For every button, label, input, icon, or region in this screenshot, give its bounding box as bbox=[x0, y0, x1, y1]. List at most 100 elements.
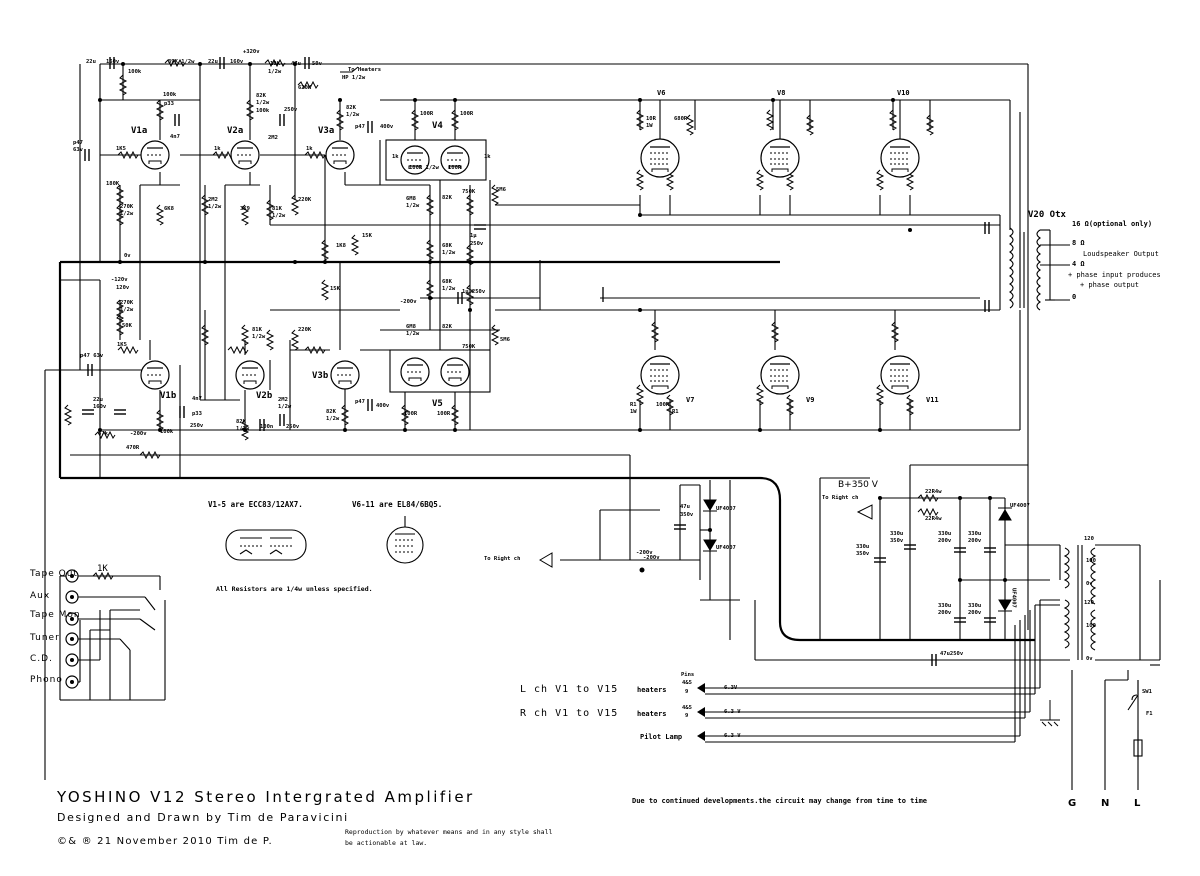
part-i47k: 47k bbox=[98, 431, 108, 437]
part-i81k: 81K bbox=[252, 327, 262, 333]
part-to-heaters: To Heaters bbox=[348, 67, 382, 73]
label-v6: V6 bbox=[657, 89, 666, 97]
part-hp: HP 1/2w bbox=[342, 75, 366, 81]
rail-neg200: -200v bbox=[400, 299, 417, 305]
part-r270k: 270K bbox=[120, 204, 134, 210]
part-i4n7: 4n7 bbox=[192, 396, 202, 402]
heater-right-pin-45: 4&5 bbox=[682, 705, 692, 711]
part-r100r-c: 100R 1/2w bbox=[409, 165, 439, 171]
heater-left-label: L ch V1 to V15 bbox=[520, 684, 619, 695]
mains-fuse: F1 bbox=[1146, 711, 1153, 717]
cap-330-e-1: 330u bbox=[938, 603, 952, 609]
part-i-r1: R1 bbox=[630, 402, 637, 408]
part-i2m2: 2M2 bbox=[278, 397, 288, 403]
part-r15k-b: 15K bbox=[330, 286, 340, 292]
cap-47u-250v: 47u250v bbox=[940, 651, 964, 657]
part-r100k-c: 100k bbox=[256, 108, 270, 114]
tx-tap-5: 100 bbox=[1086, 623, 1096, 629]
input-resistor-label: 1K bbox=[97, 564, 108, 574]
heater-left-pin-45: 4&5 bbox=[682, 680, 692, 686]
part-i750k: 750K bbox=[462, 344, 476, 350]
part-c4n7: 4n7 bbox=[170, 134, 180, 140]
valve-v5b bbox=[440, 357, 470, 387]
part-c160v-b: 160v bbox=[230, 59, 244, 65]
part-ic47-63: p47 63v bbox=[80, 353, 104, 359]
tx-tap-4: 120 bbox=[1084, 600, 1094, 606]
label-v8: V8 bbox=[777, 89, 786, 97]
part-c47-in: p47 bbox=[73, 140, 83, 146]
part-i68k: 68K bbox=[442, 279, 452, 285]
part-r6k8: 6K8 bbox=[164, 206, 174, 212]
part-r3k9: 3K9 bbox=[240, 206, 250, 212]
part-i270k-w: 1/2w bbox=[120, 307, 134, 313]
label-v7: V7 bbox=[686, 396, 695, 404]
heater-left-pin-9: 9 bbox=[685, 689, 689, 695]
part-i470r: 470R bbox=[126, 445, 140, 451]
to-right-ch-2: To Right ch bbox=[484, 556, 521, 562]
input-label-cd: C.D. bbox=[30, 654, 53, 664]
designer-credit: Designed and Drawn by Tim de Paravicini bbox=[57, 811, 349, 824]
valve-v3b bbox=[330, 360, 360, 390]
phase-note-2: + phase output bbox=[1080, 281, 1140, 289]
pilot-lamp-voltage: 6.3 V bbox=[724, 733, 741, 739]
part-r220k: 220K bbox=[298, 197, 312, 203]
part-i6m8-w: 1/2w bbox=[406, 331, 420, 337]
diode-4: UF4007 bbox=[1010, 588, 1017, 608]
input-label-phono: Phono bbox=[30, 675, 63, 685]
mains-neutral: N bbox=[1101, 798, 1110, 809]
part-r1k-b: 1k bbox=[306, 146, 313, 152]
pilot-lamp-label: Pilot Lamp bbox=[640, 733, 683, 741]
part-r620k: 620K bbox=[298, 85, 312, 91]
tx-tap-2: 100 bbox=[1086, 558, 1096, 564]
part-c22u-a: 22u bbox=[86, 59, 96, 65]
part-r1k8: 1K8 bbox=[336, 243, 346, 249]
part-r270k-w: 1/2w bbox=[120, 211, 134, 217]
valve-v3a bbox=[325, 140, 355, 170]
label-v11: V11 bbox=[926, 396, 939, 404]
phase-note-1: + phase input produces bbox=[1068, 271, 1161, 279]
mains-live: L bbox=[1134, 798, 1141, 809]
label-v2a: V2a bbox=[227, 126, 244, 136]
part-i-r1b: R1 bbox=[672, 409, 679, 415]
part-r6m8-w: 1/2w bbox=[406, 203, 420, 209]
part-i100k: 100k bbox=[160, 429, 174, 435]
part-i82k-b-w: 1/2w bbox=[326, 416, 340, 422]
valve-v11 bbox=[880, 355, 920, 395]
part-v6-680r: 680R bbox=[674, 116, 688, 122]
part-i82k-w: 1/2w bbox=[236, 426, 250, 432]
part-c63v: 63v bbox=[73, 147, 83, 153]
part-c1u: 1μ bbox=[470, 233, 477, 239]
part-r1k-a: 1k bbox=[214, 146, 221, 152]
label-v1b: V1b bbox=[160, 391, 177, 401]
part-i250v: 250v bbox=[286, 424, 300, 430]
label-v10: V10 bbox=[897, 89, 910, 97]
input-label-tape-out: Tape Out bbox=[30, 569, 78, 579]
part-i68k-w: 1/2w bbox=[442, 286, 456, 292]
copyright-line: ©& ® 21 November 2010 Tim de P. bbox=[57, 836, 273, 847]
rail-plus320: +320v bbox=[243, 49, 260, 55]
part-r82k-a-w: 1/2w bbox=[256, 100, 270, 106]
diagram-title: YOSHINO V12 Stereo Intergrated Amplifier bbox=[57, 788, 475, 806]
cap-330-f-2: 200v bbox=[968, 610, 982, 616]
output-transformer-label: V20 Otx bbox=[1028, 210, 1066, 220]
resistor-22r-a: 22R4w bbox=[925, 489, 942, 495]
part-r15k: 15K bbox=[362, 233, 372, 239]
mains-switch: SW1 bbox=[1142, 689, 1152, 695]
label-v1a: V1a bbox=[131, 126, 148, 136]
cap-330-a-1: 330u bbox=[856, 544, 870, 550]
part-r6m8: 6M8 bbox=[406, 196, 416, 202]
cap-330-d-1: 330u bbox=[968, 531, 982, 537]
part-r39k: 39K 1/2w bbox=[168, 59, 195, 65]
rail-neg200-c: -200v bbox=[643, 555, 660, 561]
valve-v5a bbox=[400, 357, 430, 387]
part-i270k: 270K bbox=[120, 300, 134, 306]
heater-right-pin-9: 9 bbox=[685, 713, 689, 719]
label-v9: V9 bbox=[806, 396, 815, 404]
part-i-1w: 1W bbox=[630, 409, 637, 415]
part-i100r: 100R bbox=[404, 411, 418, 417]
cap-330-c-1: 330u bbox=[938, 531, 952, 537]
to-right-ch-1: To Right ch bbox=[822, 495, 859, 501]
part-p33: p33 bbox=[164, 101, 174, 107]
valve-note-small: V1-5 are ECC83/12AX7. bbox=[208, 500, 303, 509]
reproduction-note-2: be actionable at law. bbox=[345, 839, 428, 847]
